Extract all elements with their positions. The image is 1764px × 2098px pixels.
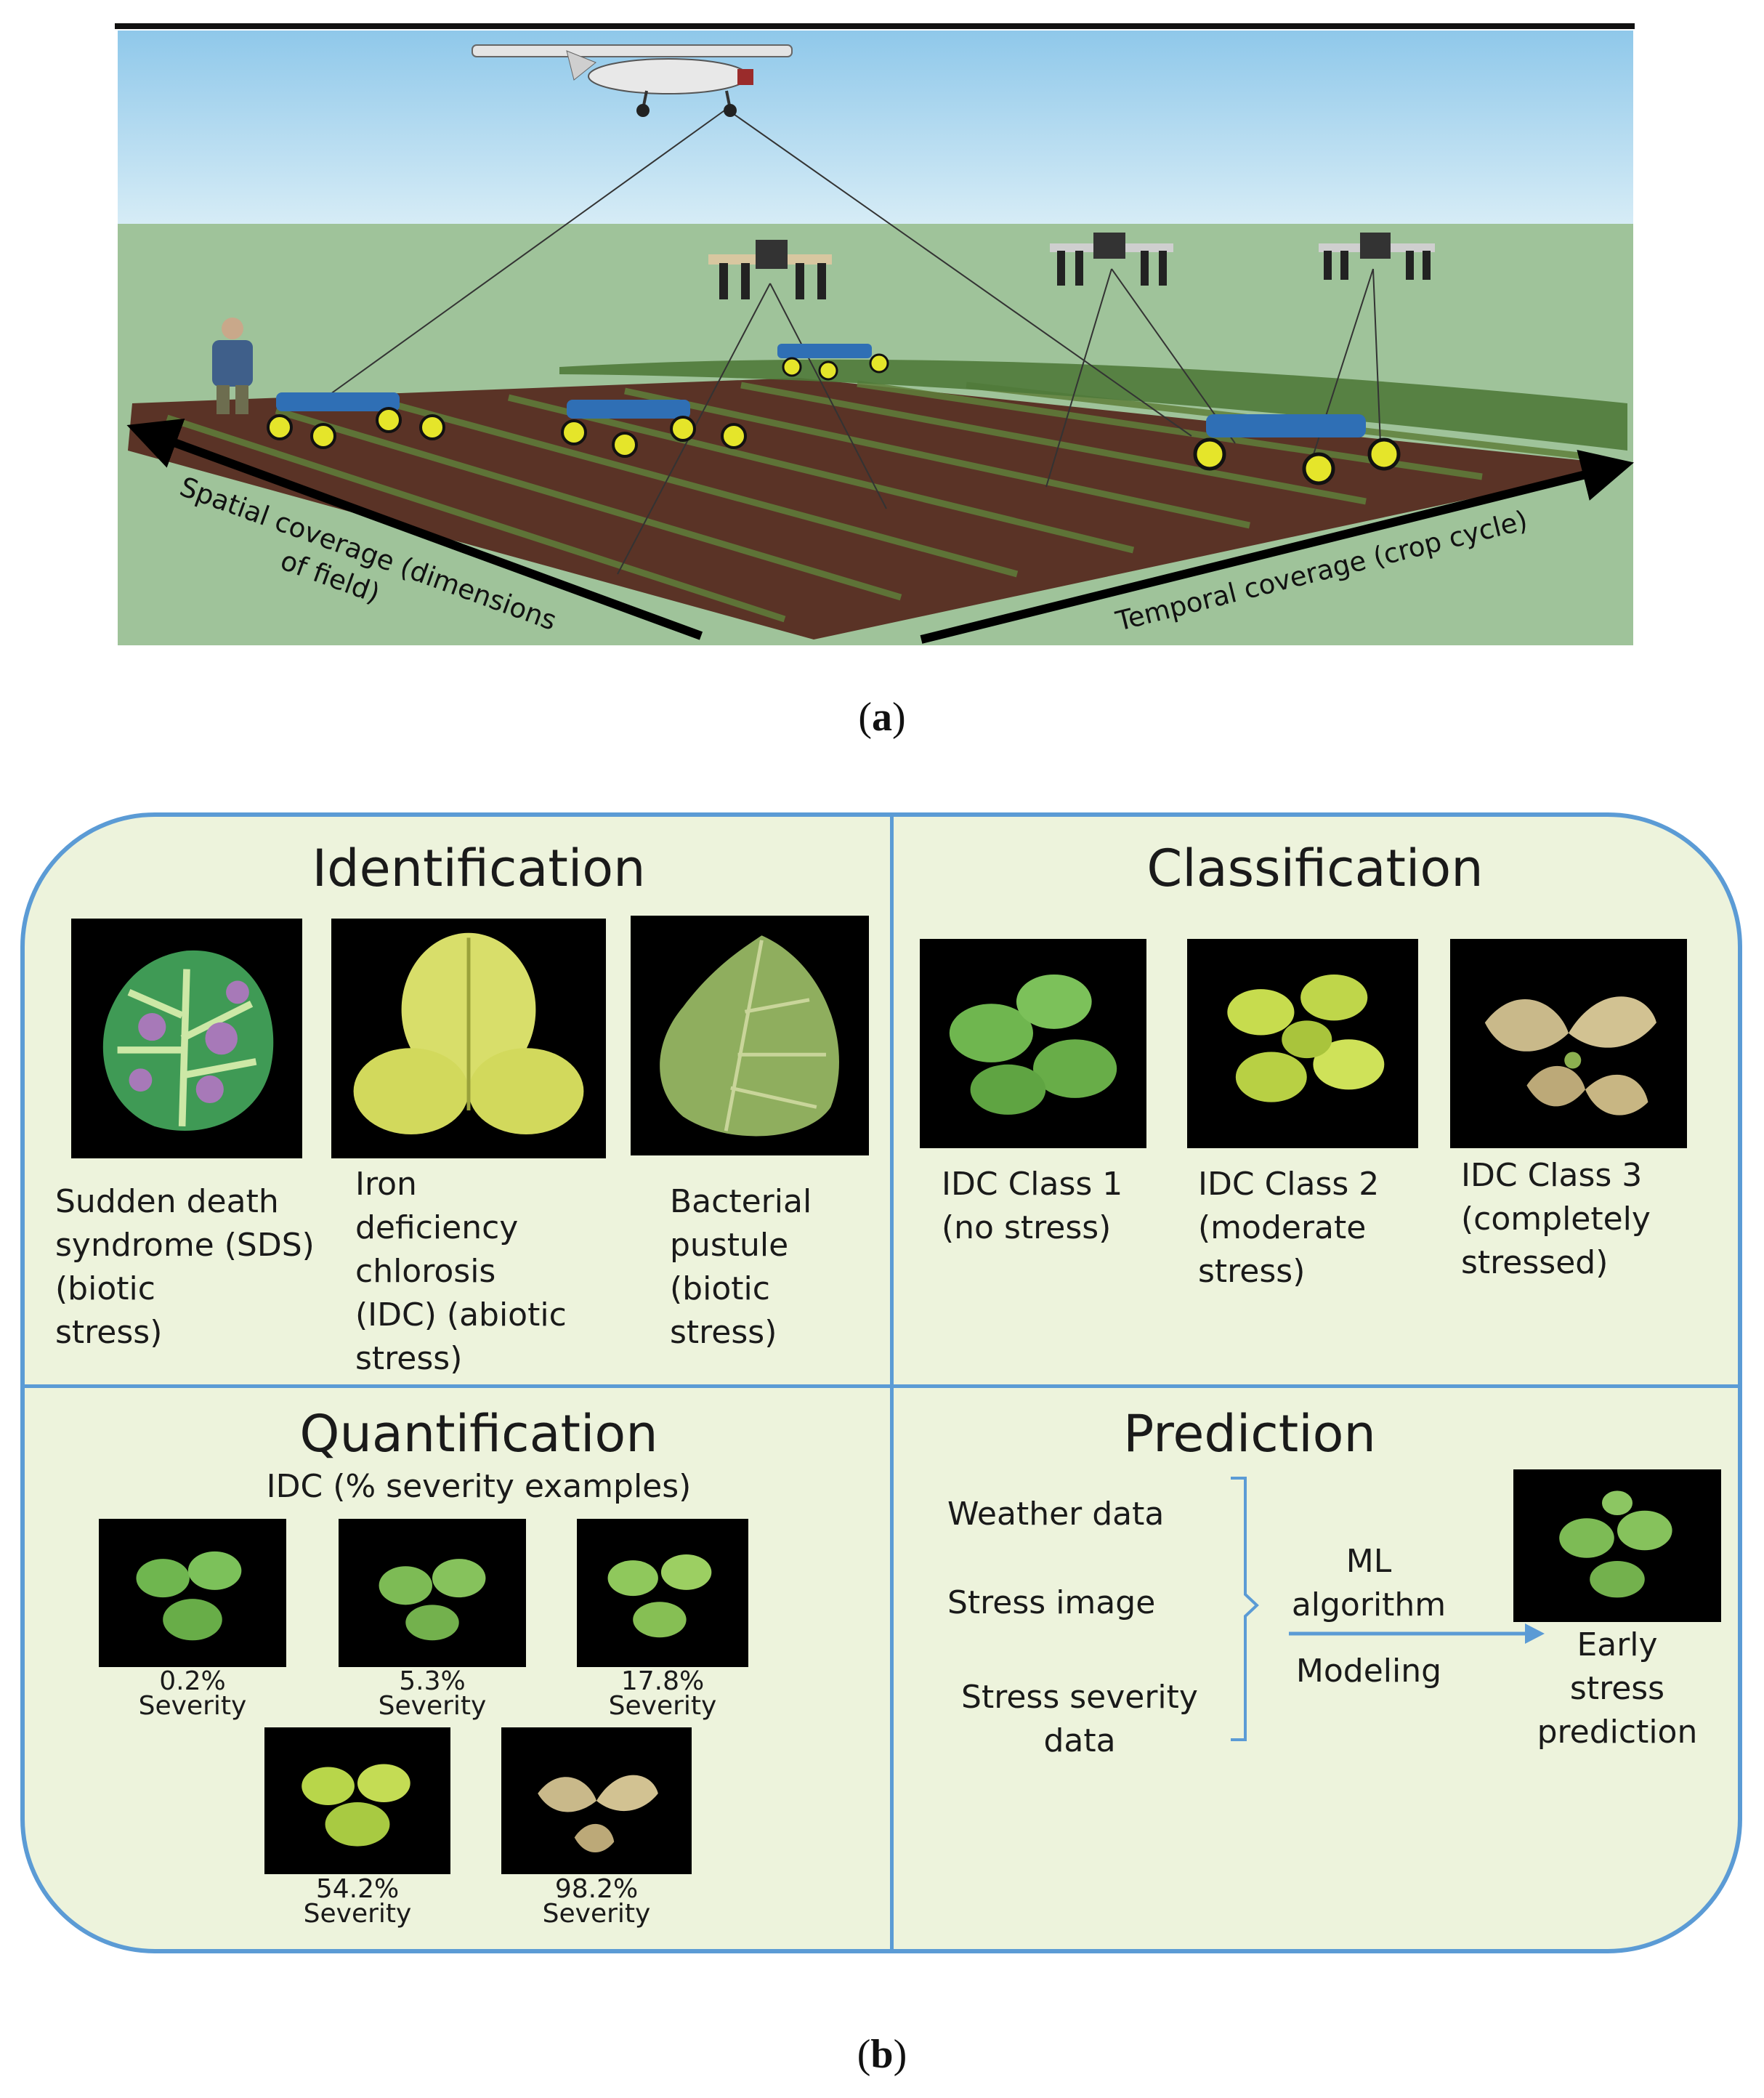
modeling-label: Modeling	[1295, 1653, 1442, 1690]
caption-a: (a)	[858, 695, 906, 740]
stress-image-label: Stress image	[947, 1584, 1156, 1621]
ground-robot-icon-1	[267, 392, 445, 449]
predicted-plant-icon	[1559, 1490, 1672, 1598]
sds-leaf-image	[71, 919, 302, 1158]
bacterial-pustule-label: Bacterial pustule (biotic stress)	[670, 1183, 812, 1351]
idc-class1-image	[920, 939, 1146, 1148]
crop-rows	[166, 380, 1599, 623]
severity-17-8-image	[577, 1519, 748, 1667]
temporal-coverage-arrow	[920, 449, 1634, 644]
weather-data-label: Weather data	[947, 1496, 1165, 1533]
quantification-subtitle: IDC (% severity examples)	[266, 1468, 692, 1505]
bacterial-pustule-leaf-image	[631, 916, 869, 1155]
severity-0-2-label: 0.2%Severity	[138, 1666, 247, 1721]
plant-17-8-icon	[607, 1554, 712, 1638]
severity-5-3-image	[339, 1519, 526, 1667]
classification-title: Classification	[1146, 839, 1484, 898]
sky	[118, 31, 1633, 224]
spatial-coverage-arrow	[126, 419, 703, 640]
plant-98-2-icon	[538, 1775, 658, 1853]
ground-robot-icon-4	[1193, 414, 1401, 485]
ground-robot-icon-3	[777, 344, 889, 381]
idc-class3-label: IDC Class 3 (completely stressed)	[1461, 1157, 1651, 1281]
early-stress-prediction-label: Early stress prediction	[1537, 1626, 1698, 1751]
idc-class2-plant-icon	[1227, 974, 1385, 1102]
plant-5-3-icon	[379, 1559, 486, 1641]
sds-label: Sudden death syndrome (SDS) (biotic stre…	[55, 1183, 315, 1351]
ml-algorithm-label: ML algorithm	[1291, 1543, 1447, 1623]
identification-title: Identification	[312, 839, 646, 898]
severity-54-2-label: 54.2%Severity	[303, 1874, 412, 1929]
severity-5-3-label: 5.3%Severity	[378, 1666, 487, 1721]
idc-class3-plant-icon	[1484, 996, 1656, 1115]
drone-icon-3	[1319, 233, 1435, 280]
idc-class2-label: IDC Class 2 (moderate stress)	[1198, 1166, 1380, 1290]
arrow-head-icon	[1525, 1623, 1545, 1644]
ground-robot-icon-2	[561, 400, 747, 458]
idc-label: Iron deficiency chlorosis (IDC) (abiotic…	[355, 1166, 567, 1377]
top-rule	[115, 23, 1635, 29]
person-icon	[212, 318, 253, 414]
predicted-plant-image	[1513, 1469, 1721, 1622]
drone-icon-2	[1050, 233, 1173, 286]
idc-leaf-icon	[353, 932, 584, 1134]
severity-0-2-image	[99, 1519, 286, 1667]
severity-98-2-image	[501, 1727, 692, 1874]
stress-phenotyping-panel: Identification Sudden death syndrome (SD…	[20, 812, 1742, 1953]
prediction-title: Prediction	[1123, 1404, 1376, 1464]
drone-icon-1	[708, 240, 832, 299]
plant-0-2-icon	[136, 1551, 242, 1641]
stress-severity-data-label: Stress severity data	[961, 1679, 1198, 1759]
caption-b: (b)	[857, 2032, 907, 2077]
idc-class1-plant-icon	[949, 974, 1117, 1115]
idc-class1-label: IDC Class 1 (no stress)	[942, 1166, 1123, 1246]
field-scene: Spatial coverage (dimensions of field) T…	[115, 23, 1635, 645]
prediction-flow-graphic	[1231, 1477, 1545, 1741]
severity-98-2-label: 98.2%Severity	[542, 1874, 651, 1929]
back-crops	[559, 359, 1627, 451]
horizontal-divider	[25, 1384, 1738, 1388]
idc-leaf-image	[331, 919, 606, 1158]
severity-54-2-image	[264, 1727, 450, 1874]
bacterial-pustule-leaf-icon	[660, 935, 839, 1137]
plant-54-2-icon	[302, 1764, 410, 1847]
sds-leaf-icon	[102, 950, 274, 1131]
idc-class3-image	[1450, 939, 1687, 1148]
input-bracket	[1231, 1477, 1259, 1741]
vertical-divider	[890, 817, 894, 1949]
field-phenotyping-illustration: Spatial coverage (dimensions of field) T…	[0, 0, 1764, 654]
idc-class2-image	[1187, 939, 1418, 1148]
severity-17-8-label: 17.8%Severity	[608, 1666, 717, 1721]
quantification-title: Quantification	[299, 1404, 658, 1464]
airplane-icon	[472, 44, 793, 117]
